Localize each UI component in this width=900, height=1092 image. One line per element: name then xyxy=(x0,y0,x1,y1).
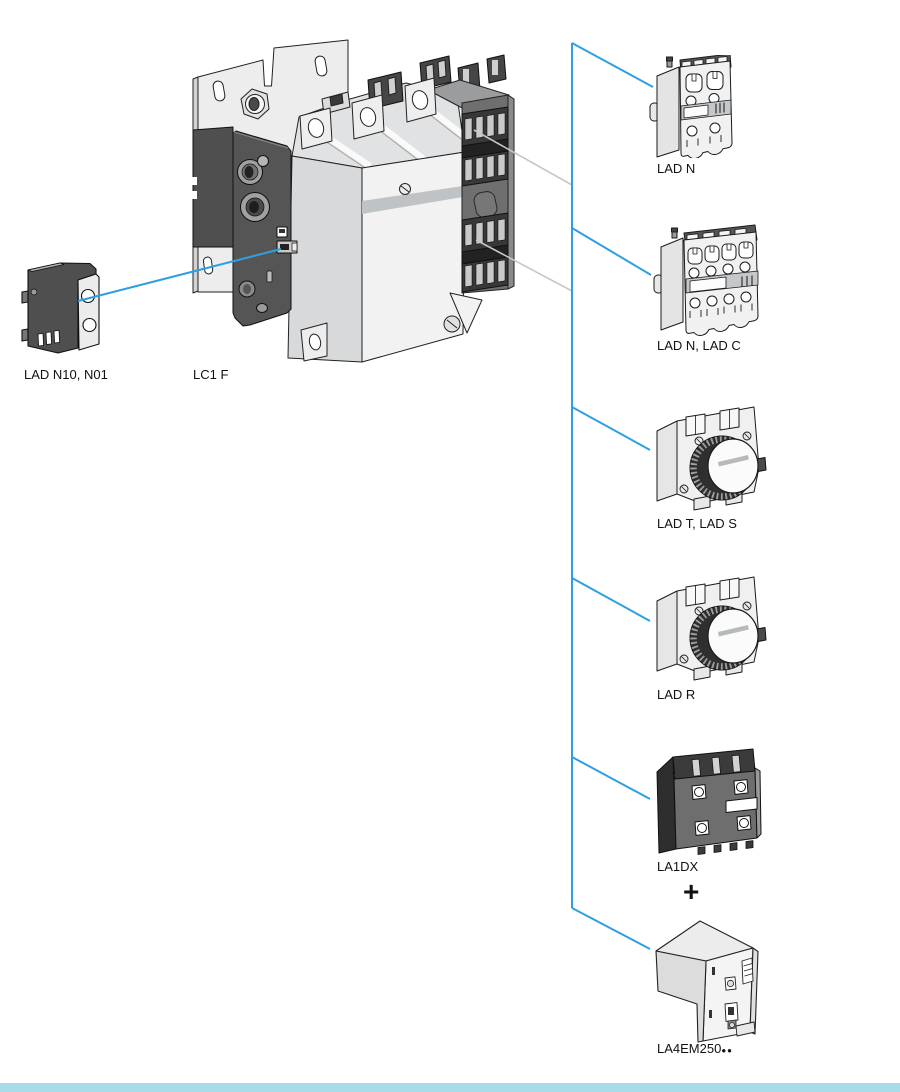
label-lad-t-lad-s: LAD T, LAD S xyxy=(657,516,737,531)
label-lad-n: LAD N xyxy=(657,161,696,176)
label-lc1f: LC1 F xyxy=(193,367,229,382)
connector-branch-1 xyxy=(571,42,654,88)
lad-n-lad-c-illustration xyxy=(653,224,759,336)
connector-branch-4 xyxy=(571,577,651,622)
connector-branch-2 xyxy=(571,227,652,276)
footer-bar xyxy=(0,1083,900,1092)
la4em250-illustration xyxy=(655,920,759,1043)
label-la4em250: LA4EM250●● xyxy=(657,1041,733,1056)
label-lad-n10-n01: LAD N10, N01 xyxy=(24,367,108,382)
connector-branch-5 xyxy=(571,756,651,800)
plus-symbol: + xyxy=(683,876,700,907)
leader-line-gray-top xyxy=(473,129,573,186)
leader-line-gray-bottom xyxy=(475,239,573,292)
label-la1dx: LA1DX xyxy=(657,859,699,874)
label-lad-r: LAD R xyxy=(657,687,696,702)
connector-branch-3 xyxy=(571,406,651,451)
lad-n-illustration xyxy=(649,55,733,158)
connector-branch-6 xyxy=(571,907,651,950)
lc1f-contactor-illustration xyxy=(192,39,515,363)
lad-n10-n01-illustration xyxy=(21,262,100,354)
connector-left xyxy=(77,248,282,302)
lad-t-lad-s-illustration xyxy=(656,406,767,511)
label-lad-n-lad-c: LAD N, LAD C xyxy=(657,338,741,353)
la1dx-illustration xyxy=(656,748,762,855)
